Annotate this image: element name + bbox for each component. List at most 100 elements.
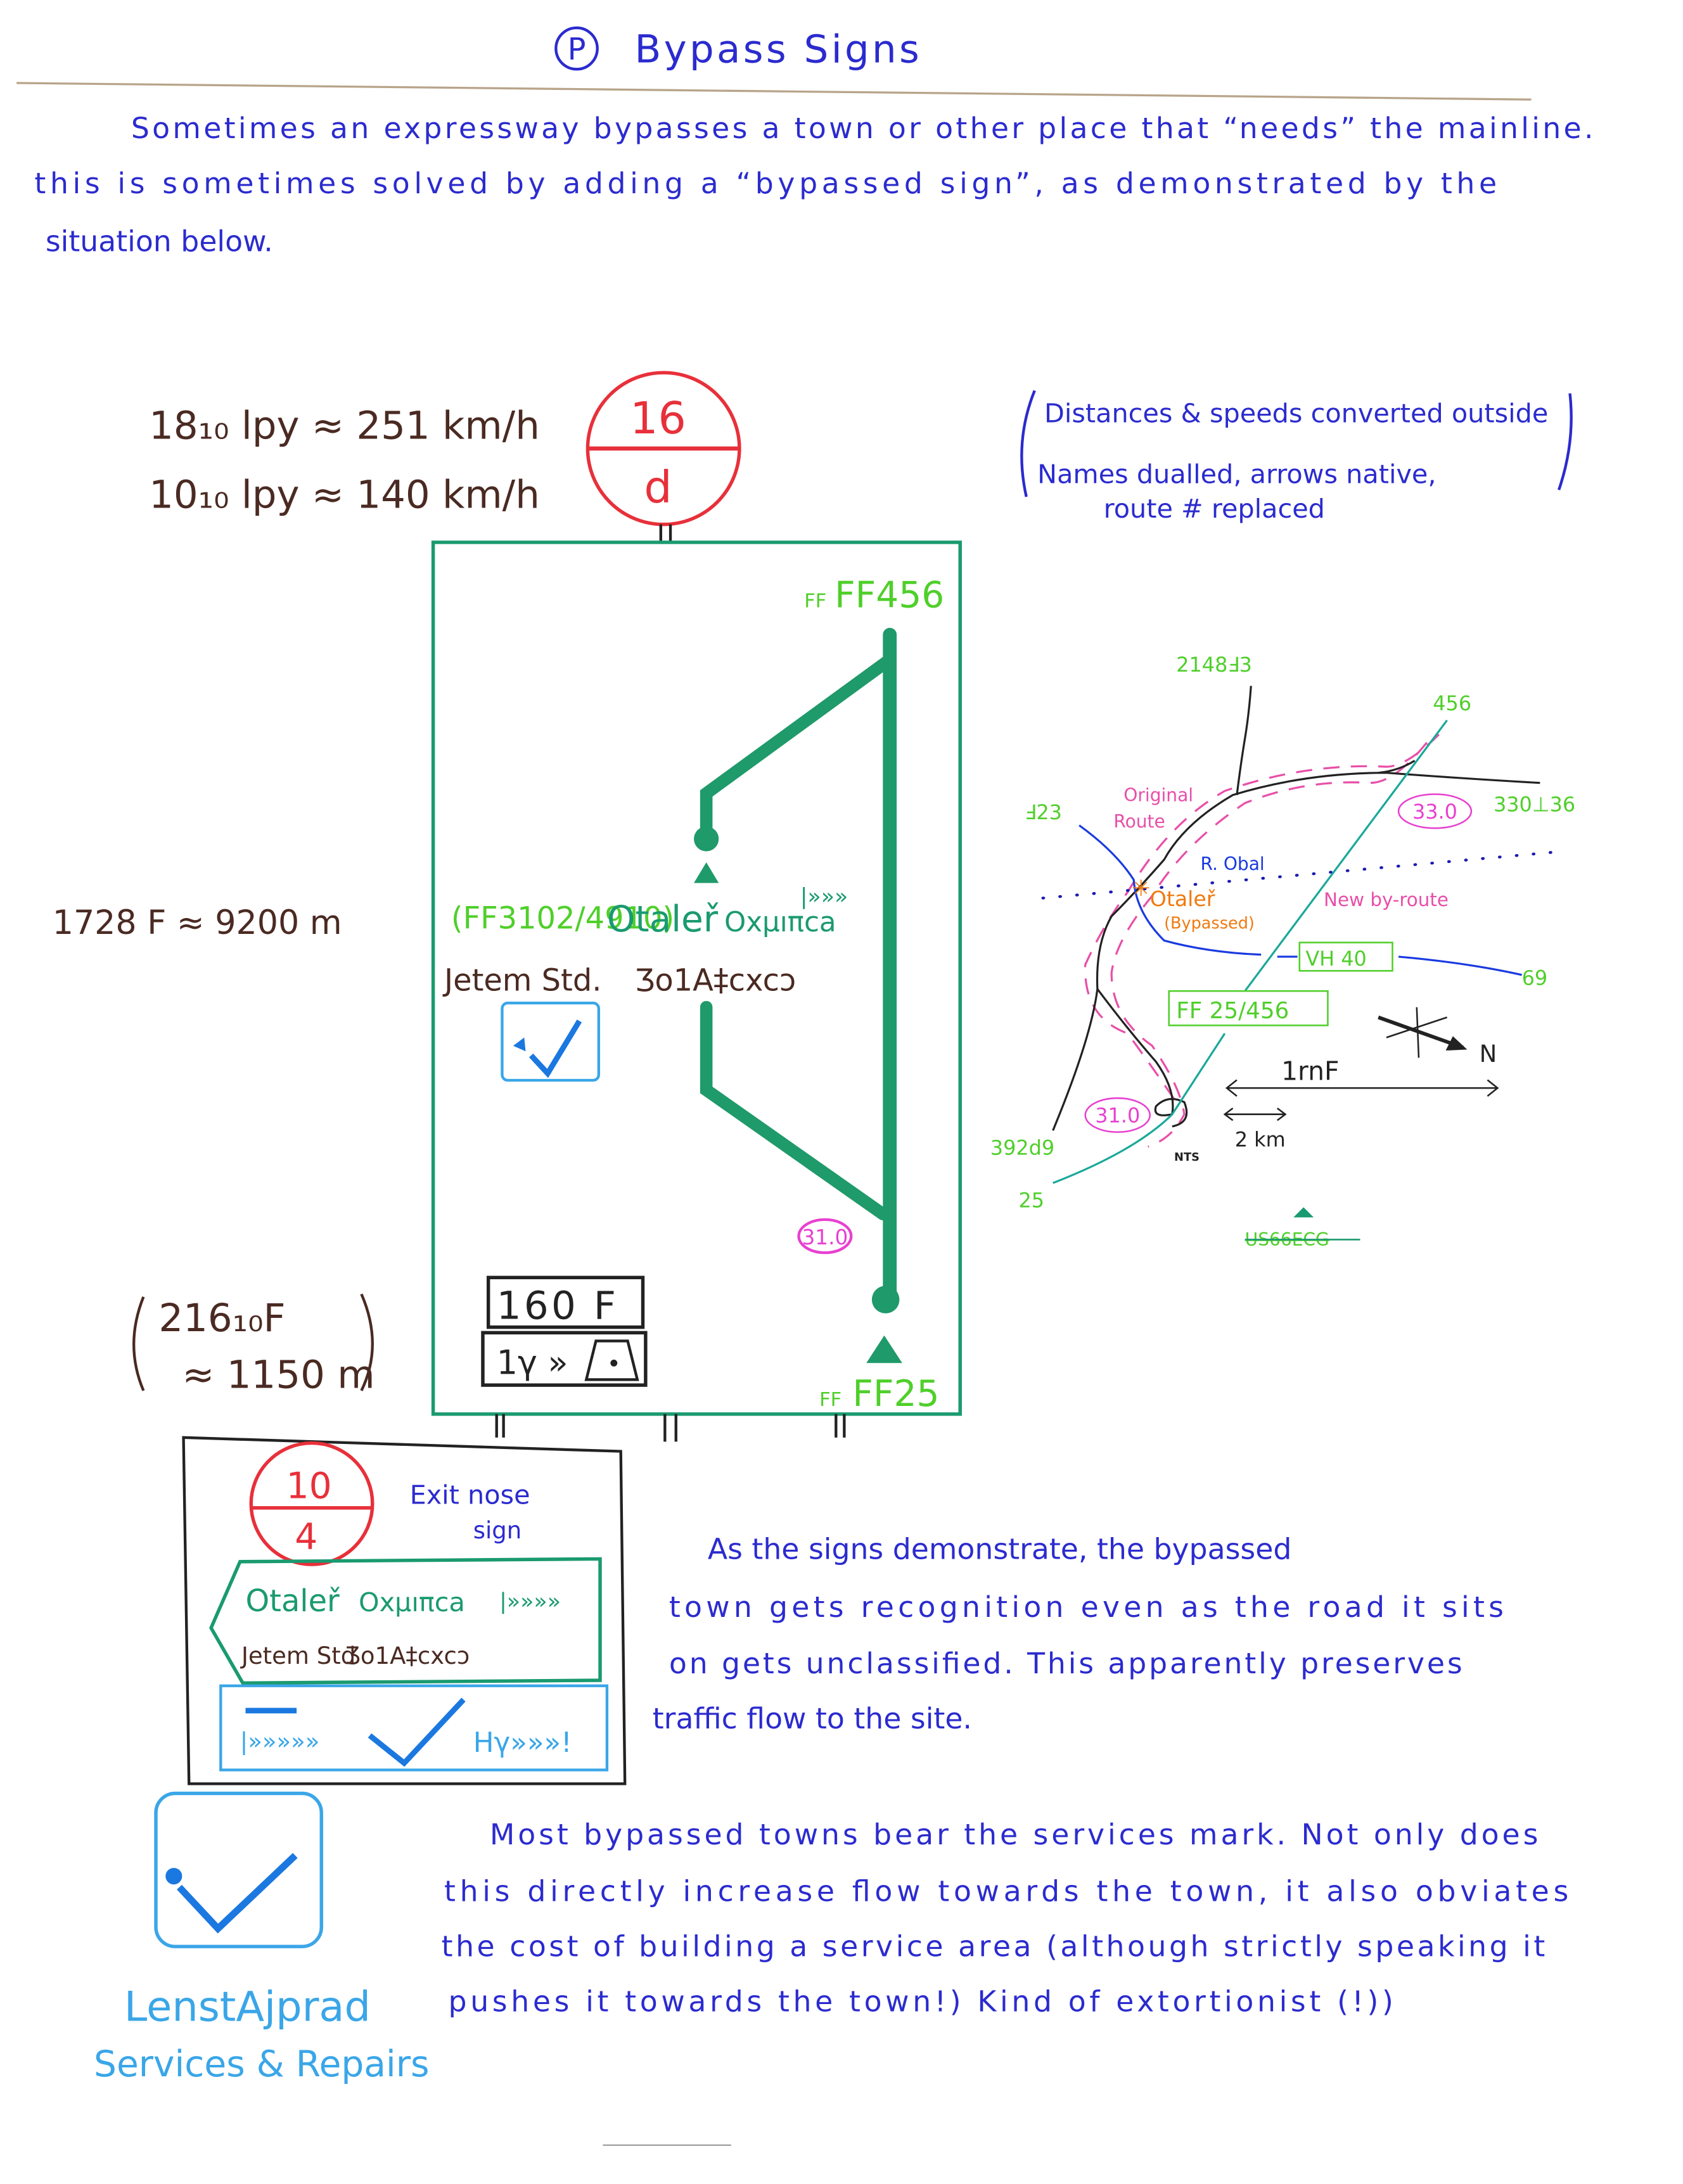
paragraph-line: Most bypassed towns bear the services ma…: [490, 1818, 1539, 1851]
note-line: Names dualled, arrows native,: [1037, 459, 1436, 489]
services-bar-arrows: |»»»»»: [240, 1728, 320, 1755]
paragraph-line: on gets unclassified. This apparently pr…: [669, 1647, 1462, 1680]
map-label-road-west: Ⅎ23: [1025, 800, 1062, 824]
services-name-native: Ʒo1A‡cxcↄ: [345, 1642, 470, 1670]
road-vh40: [1078, 824, 1522, 976]
paragraph-line: town gets recognition even as the road i…: [669, 1590, 1504, 1624]
map-label-north: N: [1480, 1040, 1497, 1068]
map-label-town-status: (Bypassed): [1164, 914, 1255, 933]
route-bottom: FF25: [852, 1373, 939, 1415]
services-logo: LenstAjprad Services & Repairs: [94, 1791, 429, 2085]
exit-number-circle: [249, 1441, 374, 1566]
paragraph-line: pushes it towards the town!) Kind of ext…: [449, 1985, 1393, 2019]
original-route-highlight: [1084, 733, 1440, 1148]
exit-destination: Otaleř: [246, 1584, 341, 1619]
map-label-road-sw: 392d9: [990, 1135, 1054, 1159]
map-exit-33: 33.0: [1412, 800, 1457, 824]
distance-native-plate: [481, 1331, 648, 1387]
services-name: Jetem Std.: [442, 963, 601, 998]
exit-arrows: |»»»»: [499, 1589, 561, 1614]
exit-destination-native: Oxμıπca: [724, 907, 836, 938]
new-bypass-route: [1053, 719, 1448, 1184]
exit-direction-panel: [209, 1557, 602, 1685]
triangle-marker-icon: [1293, 1207, 1314, 1218]
map-label-original-route: Original: [1123, 784, 1193, 805]
map-label-road-north: 2148Ⅎ3: [1176, 653, 1252, 677]
exit-destination-native: Oxμıπca: [359, 1587, 465, 1618]
parking-circle-icon: [554, 26, 599, 71]
compass-icon: [1378, 1007, 1468, 1058]
map-label-original-route: Route: [1113, 811, 1165, 832]
ahead-arrow-icon: [866, 1335, 902, 1363]
page-header: P Bypass Signs: [16, 26, 1532, 101]
map-label-nts: NTS: [1174, 1151, 1200, 1164]
exit-number-top: 10: [286, 1466, 332, 1507]
exit-arrows: |»»»: [800, 884, 848, 909]
header-rule: [16, 82, 1532, 101]
paragraph-services: Most bypassed towns bear the services ma…: [442, 1818, 1569, 2018]
exit-number-bottom: 4: [295, 1516, 317, 1558]
distance-native: 1γ »: [497, 1344, 568, 1383]
map-label-road-456: 456: [1433, 691, 1471, 715]
distance-conversion: 1728 F ≈ 9200 m: [53, 904, 342, 942]
bypass-sign: 16 d FF FF456 (FF3102/4910) Otaleř Oxμıπ…: [431, 371, 962, 1442]
map-label-vh40: VH 40: [1305, 947, 1366, 971]
exit-arrow-icon: [694, 862, 719, 883]
paragraph-line: traffic flow to the site.: [653, 1702, 972, 1735]
exit-destination: Otaleř: [607, 898, 719, 940]
paragraph-line: As the signs demonstrate, the bypassed: [708, 1532, 1292, 1566]
exit-number-bottom: d: [644, 462, 672, 513]
sign-posts: [495, 1414, 846, 1442]
junction-diagram: [700, 627, 897, 1304]
map-scale-small: 2 km: [1235, 1128, 1286, 1152]
logo-name: LenstAjprad: [124, 1983, 371, 2031]
intro-line: this is sometimes solved by adding a “by…: [34, 167, 1497, 200]
note-line: route # replaced: [1104, 494, 1325, 524]
services-name-native: Ʒo1A‡cxcↄ: [634, 963, 796, 998]
map-label-new-route: New by-route: [1324, 889, 1449, 910]
services-bar-right: Hγ»»»!: [473, 1727, 572, 1759]
distance-plate: [486, 1275, 645, 1329]
map-label-road-69: 69: [1522, 966, 1548, 990]
exit-number-top: 16: [630, 393, 686, 444]
map-label-ff-route: FF 25/456: [1176, 998, 1289, 1024]
page-title: Bypass Signs: [634, 27, 922, 72]
distance-conversion: 216₁₀F: [158, 1296, 285, 1341]
sign-panel: [431, 540, 962, 1416]
services-check-icon: [501, 1001, 601, 1082]
exit-number: 31.0: [802, 1225, 848, 1249]
toll-icon: [584, 1339, 639, 1381]
check-icon: [177, 1853, 298, 1934]
map-label-road-25: 25: [1018, 1188, 1044, 1212]
scale-arrow: [1223, 1108, 1287, 1121]
distance-conversion: ≈ 1150 m: [182, 1352, 374, 1397]
paragraph-line: this directly increase flow towards the …: [444, 1874, 1568, 1908]
parentheses: [132, 1293, 374, 1391]
scale-arrow: [1225, 1079, 1499, 1097]
exit-route: (FF3102/4910): [451, 902, 674, 936]
map-label-road-east: 330⊥36: [1494, 792, 1575, 816]
river-obal: [1041, 850, 1562, 900]
map-scale-large: 1rnF: [1281, 1056, 1339, 1086]
area-map: ✳ 2148Ⅎ3 456 Ⅎ23 Original Route 330⊥36 3…: [990, 653, 1575, 1250]
services-name: Jetem Std: [240, 1642, 355, 1670]
services-bar: [219, 1684, 609, 1772]
route-prefix: FF: [804, 590, 826, 612]
intro-line: situation below.: [46, 225, 273, 259]
map-exit-31: 31.0: [1095, 1103, 1140, 1127]
route-top: FF456: [835, 574, 944, 616]
services-logo-box: [154, 1791, 323, 1948]
exit-nose-caption: Exit nose: [410, 1479, 530, 1510]
logo-subtitle: Services & Repairs: [94, 2043, 429, 2085]
speed-conversion: 18₁₀ lpy ≈ 251 km/h: [149, 404, 540, 449]
paragraph-line: the cost of building a service area (alt…: [442, 1929, 1545, 1963]
exit-number-badge: [797, 1218, 853, 1255]
title-symbol: P: [568, 32, 586, 67]
route-prefix: FF: [819, 1389, 842, 1411]
map-label-town: Otaleř: [1150, 886, 1215, 911]
intro-line: Sometimes an expressway bypasses a town …: [131, 112, 1594, 145]
conversion-note: Distances & speeds converted outside Nam…: [1020, 390, 1573, 524]
original-route: [1052, 686, 1540, 1131]
exit-nose-sign: 10 4 Exit nose sign Otaleř Oxμıπca |»»»»…: [182, 1436, 627, 1785]
